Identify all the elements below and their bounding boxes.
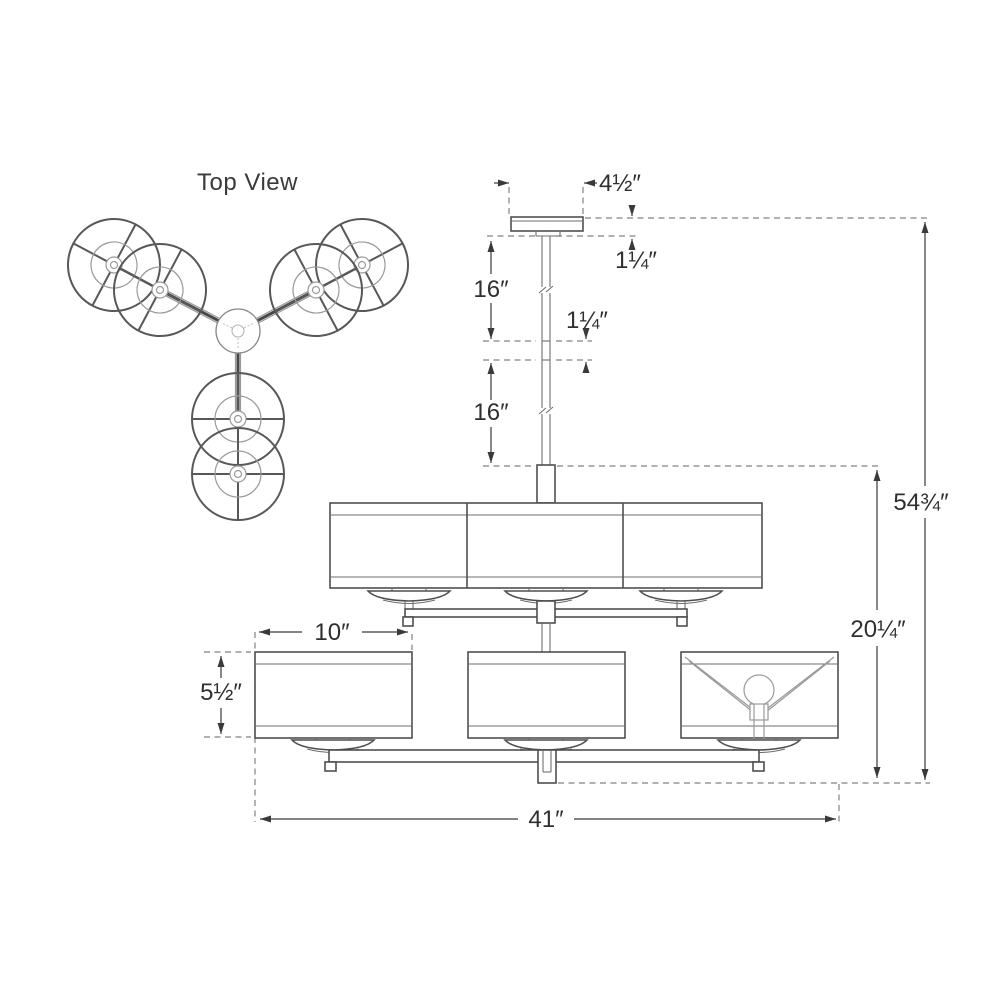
dim-label-upper-rod: 16″	[473, 276, 509, 303]
socket	[749, 703, 769, 721]
dim-label-canopy-height: 1¼″	[615, 247, 657, 274]
top-view-shade-wheel	[113, 243, 207, 337]
dim-rod-coupler: 1¼″	[566, 307, 608, 373]
center-finial	[537, 749, 557, 784]
upper-arm-bar	[402, 600, 688, 652]
stem-upper	[536, 464, 556, 504]
bar-foot	[402, 616, 414, 627]
upper-saucers	[366, 588, 724, 605]
dim-label-shade-width: 10″	[314, 619, 350, 646]
top-view-shade-wheel	[269, 243, 363, 337]
dim-label-body-height: 20¼″	[850, 616, 906, 643]
saucer	[638, 588, 724, 605]
top-view: Top View	[67, 169, 409, 521]
bulb-assembly	[684, 656, 835, 740]
ceiling-canopy	[510, 216, 584, 237]
lower-shade-middle	[467, 651, 626, 739]
dim-label-overall-height: 54¾″	[893, 489, 949, 516]
dim-label-overall-width: 41″	[528, 806, 564, 833]
upper-shade-band	[329, 502, 763, 589]
lower-shade-right	[680, 651, 839, 740]
lower-arm-bar	[324, 749, 765, 784]
reference-dashed-lines	[254, 187, 930, 822]
top-view-shade-wheel	[191, 427, 285, 521]
dim-body-height: 20¼″	[850, 470, 906, 778]
bar-foot	[752, 761, 765, 772]
dim-label-shade-height: 5½″	[200, 679, 242, 706]
saucer	[366, 588, 452, 605]
hanging-rod	[536, 236, 556, 504]
dim-upper-rod: 16″	[473, 241, 509, 339]
side-view: 4½″ 1¼″ 16″ 1¼″ 16″ 54¾″	[200, 170, 949, 833]
bulb-icon	[743, 674, 775, 706]
dim-label-lower-rod: 16″	[473, 399, 509, 426]
top-view-shade-wheel	[315, 218, 409, 312]
lower-shade-left	[254, 651, 413, 739]
top-view-shade-wheel	[67, 218, 161, 312]
dim-lower-rod: 16″	[473, 363, 509, 463]
dim-shade-height: 5½″	[200, 651, 251, 738]
dim-label-canopy-width: 4½″	[599, 170, 641, 197]
dim-overall-height: 54¾″	[893, 222, 949, 780]
dim-canopy-height: 1¼″	[615, 205, 657, 274]
bar-foot	[676, 616, 688, 627]
top-view-center-hub	[215, 308, 261, 354]
bar-foot	[324, 761, 337, 772]
dim-overall-width: 41″	[260, 806, 836, 833]
dim-label-rod-coupler: 1¼″	[566, 307, 608, 334]
top-view-label: Top View	[197, 169, 298, 196]
center-collar	[536, 600, 556, 624]
dim-canopy-width: 4½″	[494, 170, 641, 197]
dim-shade-width: 10″	[259, 619, 408, 646]
